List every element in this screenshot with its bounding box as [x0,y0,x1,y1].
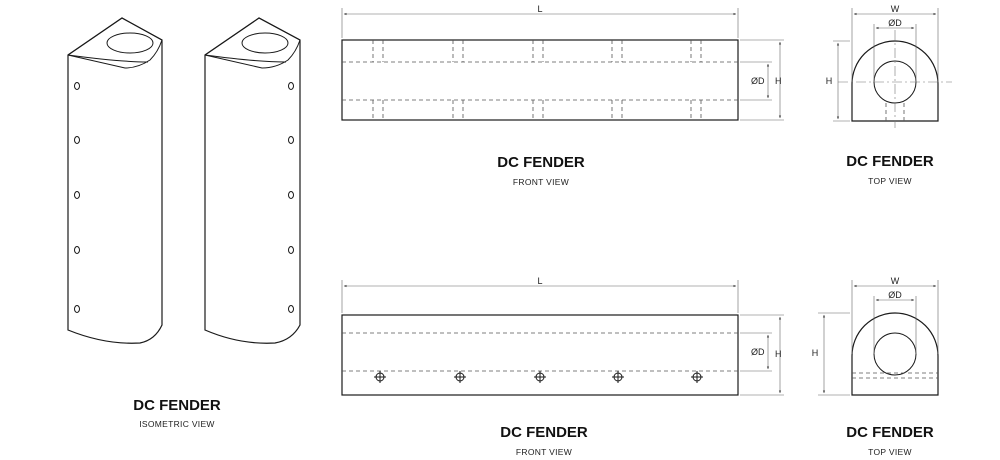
front-top-bolt-hidden-lines [372,40,702,120]
front-bottom-title: DC FENDER [500,424,588,441]
front-bottom-dim-height: H [775,349,782,359]
side-bottom-bore [873,332,917,376]
side-bottom-title: DC FENDER [846,424,934,441]
isometric-fender-left [67,17,163,344]
isometric-view: DC FENDER ISOMETRIC VIEW [67,17,301,429]
front-top-title: DC FENDER [497,154,585,171]
front-top-subtitle: FRONT VIEW [513,177,569,187]
iso-bore-right [241,32,289,54]
isometric-fender-right [204,17,301,344]
side-view-top: W ØD H DC FENDER TOP VIEW [826,4,952,186]
side-top-dim-width: W [891,4,900,14]
side-bottom-subtitle: TOP VIEW [868,447,912,457]
side-bottom-dim-height: H [812,348,819,358]
front-top-dim-height: H [775,76,782,86]
side-view-bottom: W ØD H DC FENDER TOP VIEW [812,276,939,457]
side-top-subtitle: TOP VIEW [868,176,912,186]
front-bottom-dim-length: L [537,276,542,286]
front-bottom-subtitle: FRONT VIEW [516,447,572,457]
front-bottom-dim-bore: ØD [751,347,765,357]
side-top-dim-height: H [826,76,833,86]
side-top-dim-bore: ØD [888,18,902,28]
side-bottom-dim-width: W [891,276,900,286]
front-view-top: L ØD H DC FENDER FRONT VIEW [341,4,784,187]
front-top-dim-length: L [537,4,542,14]
side-bottom-dim-bore: ØD [888,290,902,300]
side-top-title: DC FENDER [846,153,934,170]
isometric-subtitle: ISOMETRIC VIEW [139,419,215,429]
front-view-bottom: L ØD H DC FENDER FRONT VIEW [341,276,784,457]
iso-bore-left [106,32,154,54]
front-top-dim-bore: ØD [751,76,765,86]
isometric-title: DC FENDER [133,397,221,414]
front-bottom-bolt-holes [374,371,703,383]
